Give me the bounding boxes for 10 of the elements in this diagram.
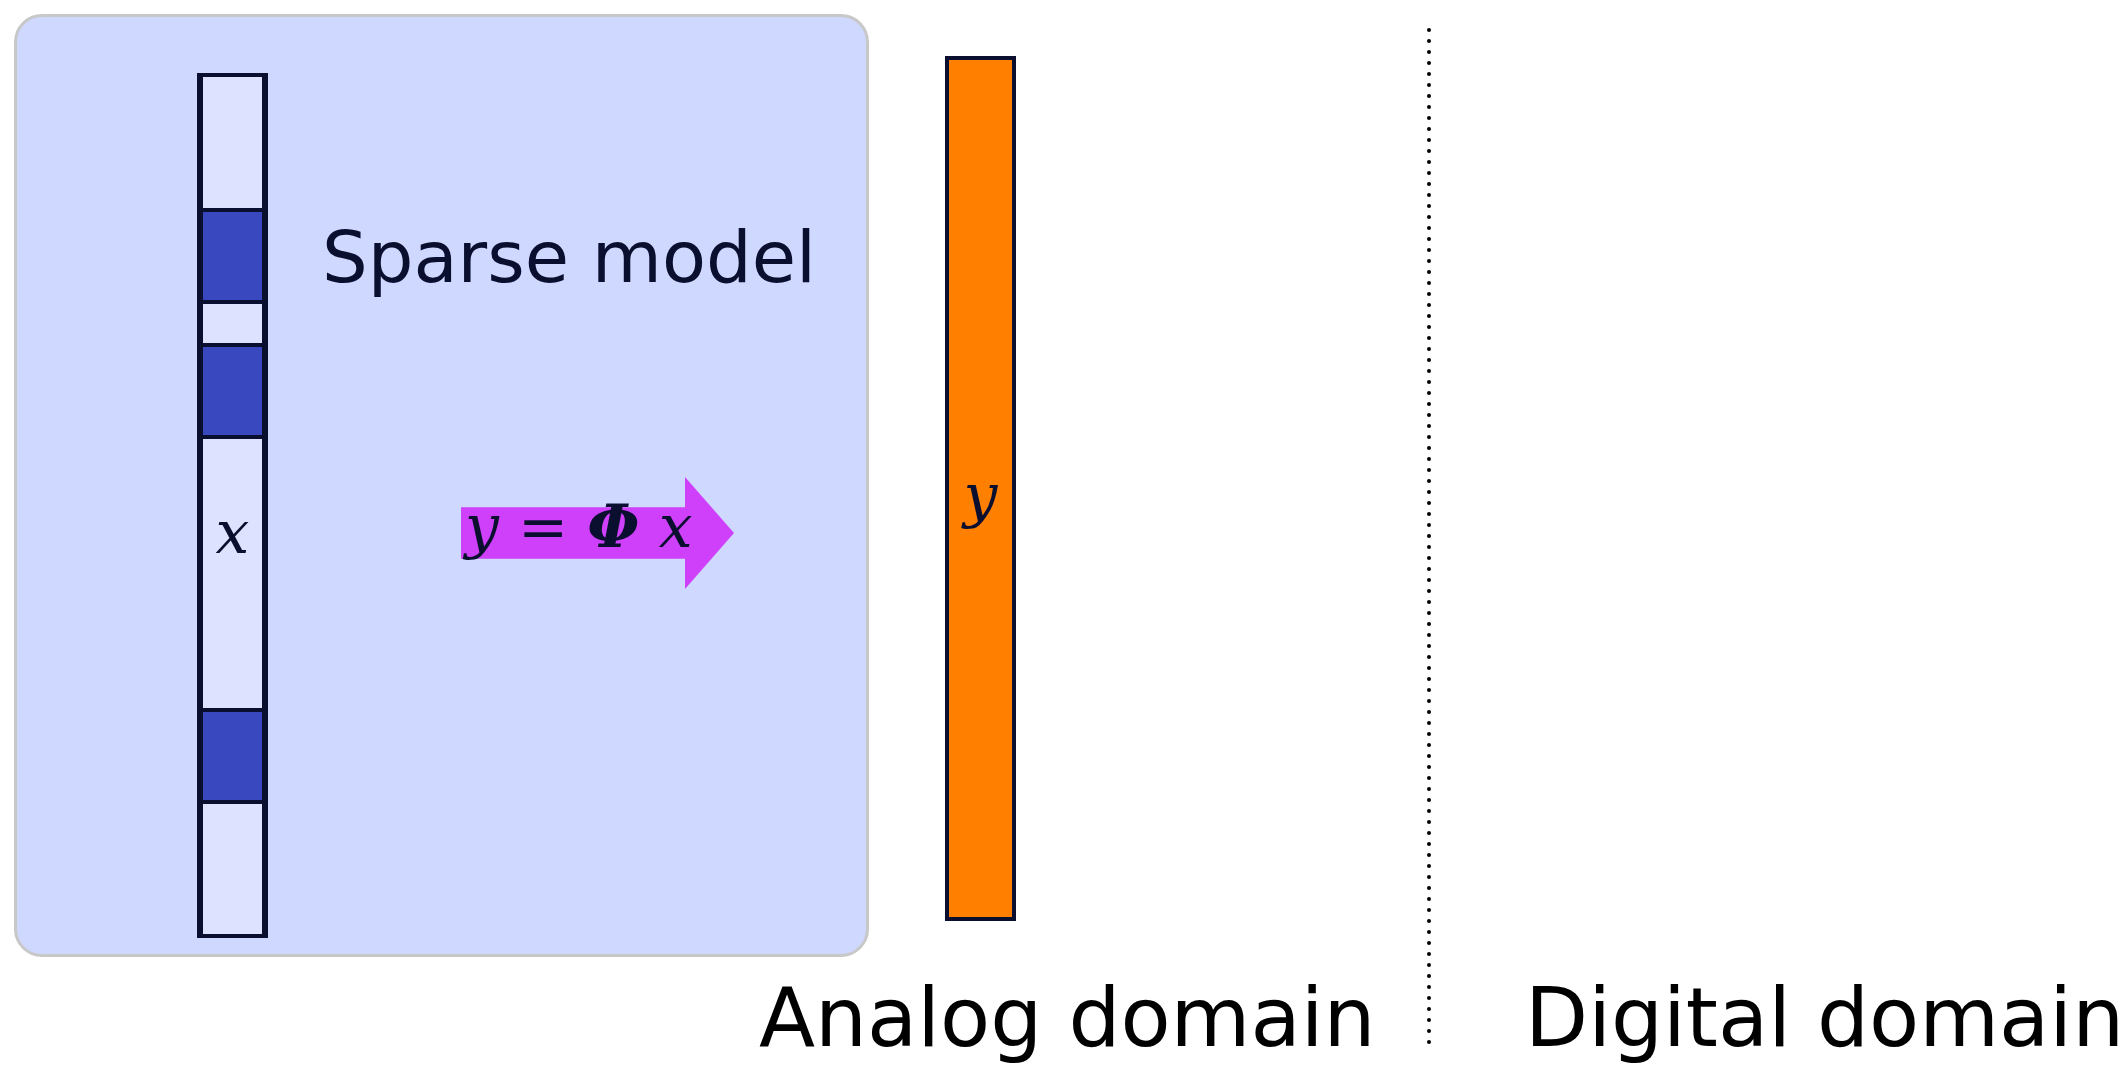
vector-symbol: y [960, 460, 999, 530]
block-arrow [461, 477, 734, 589]
panel-title: Sparse model [322, 215, 816, 299]
domain-label: Digital domain [1525, 970, 2124, 1065]
domain-label: Analog domain [759, 970, 1376, 1065]
vector-bar [197, 73, 268, 938]
vector-symbol: x [214, 497, 251, 567]
vector-bar [945, 56, 1016, 921]
equation: y = Φ x [465, 491, 693, 561]
model-panel [14, 14, 869, 957]
